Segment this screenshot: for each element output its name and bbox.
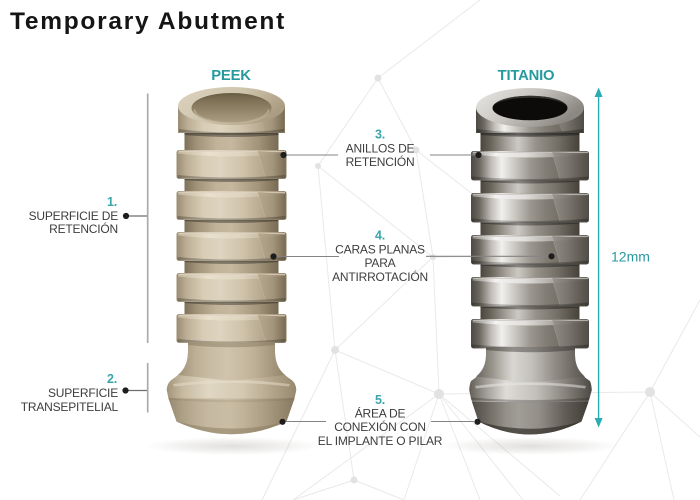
svg-text:CONEXIÓN CON: CONEXIÓN CON xyxy=(334,419,426,434)
svg-text:SUPERFICIE: SUPERFICIE xyxy=(48,386,118,400)
svg-text:ANTIRROTACIÓN: ANTIRROTACIÓN xyxy=(332,269,428,284)
svg-text:RETENCIÓN: RETENCIÓN xyxy=(49,221,118,236)
svg-text:ANILLOS DE: ANILLOS DE xyxy=(346,142,415,156)
svg-text:PEEK: PEEK xyxy=(211,68,251,84)
svg-text:SUPERFICIE DE: SUPERFICIE DE xyxy=(29,209,119,223)
svg-text:EL IMPLANTE O PILAR: EL IMPLANTE O PILAR xyxy=(318,434,443,448)
svg-text:5.: 5. xyxy=(375,393,385,407)
svg-text:PARA: PARA xyxy=(365,256,396,270)
svg-text:TITANIO: TITANIO xyxy=(498,68,555,84)
svg-text:CARAS PLANAS: CARAS PLANAS xyxy=(335,243,425,257)
svg-text:3.: 3. xyxy=(375,128,385,142)
svg-text:Temporary Abutment: Temporary Abutment xyxy=(10,8,286,35)
svg-text:1.: 1. xyxy=(107,195,117,209)
svg-text:2.: 2. xyxy=(107,372,117,386)
svg-text:ÁREA DE: ÁREA DE xyxy=(355,406,406,421)
svg-text:TRANSEPITELIAL: TRANSEPITELIAL xyxy=(21,400,119,414)
svg-text:12mm: 12mm xyxy=(611,249,650,265)
svg-text:RETENCIÓN: RETENCIÓN xyxy=(346,154,415,169)
svg-text:4.: 4. xyxy=(375,229,385,243)
